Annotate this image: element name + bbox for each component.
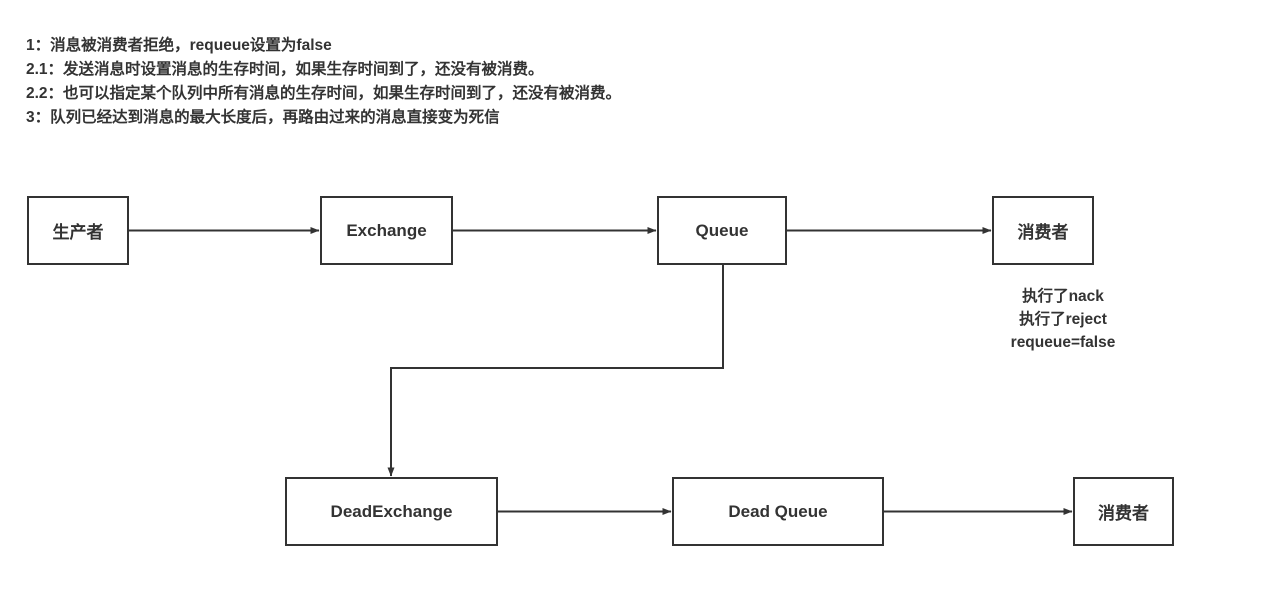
node-consumer-top[interactable]: 消费者 bbox=[992, 196, 1094, 265]
node-exchange[interactable]: Exchange bbox=[320, 196, 453, 265]
notes-block: 1：消息被消费者拒绝，requeue设置为false 2.1：发送消息时设置消息… bbox=[26, 34, 1126, 130]
node-dead-queue[interactable]: Dead Queue bbox=[672, 477, 884, 546]
node-consumer-bottom-label: 消费者 bbox=[1098, 504, 1149, 523]
note-line-3: 2.2：也可以指定某个队列中所有消息的生存时间，如果生存时间到了，还没有被消费。 bbox=[26, 85, 622, 102]
node-queue[interactable]: Queue bbox=[657, 196, 787, 265]
node-producer[interactable]: 生产者 bbox=[27, 196, 129, 265]
node-dead-exchange-label: DeadExchange bbox=[330, 501, 453, 521]
annotation-nack-line-3: requeue=false bbox=[1010, 334, 1116, 351]
edge-queue-deadexchange bbox=[387, 265, 724, 477]
node-queue-label: Queue bbox=[695, 220, 749, 240]
node-dead-exchange[interactable]: DeadExchange bbox=[285, 477, 498, 546]
note-line-2: 2.1：发送消息时设置消息的生存时间，如果生存时间到了，还没有被消费。 bbox=[26, 61, 544, 78]
note-line-4: 3：队列已经达到消息的最大长度后，再路由过来的消息直接变为死信 bbox=[26, 109, 500, 126]
annotation-nack-line-1: 执行了nack bbox=[1022, 288, 1104, 305]
annotation-nack-block: 执行了nack 执行了reject requeue=false bbox=[963, 285, 1163, 354]
note-line-1: 1：消息被消费者拒绝，requeue设置为false bbox=[26, 37, 332, 54]
node-consumer-bottom[interactable]: 消费者 bbox=[1073, 477, 1174, 546]
annotation-nack-line-2: 执行了reject bbox=[1019, 311, 1107, 328]
node-exchange-label: Exchange bbox=[346, 220, 427, 240]
node-consumer-top-label: 消费者 bbox=[1017, 223, 1069, 242]
node-dead-queue-label: Dead Queue bbox=[728, 501, 828, 521]
node-producer-label: 生产者 bbox=[52, 223, 104, 242]
